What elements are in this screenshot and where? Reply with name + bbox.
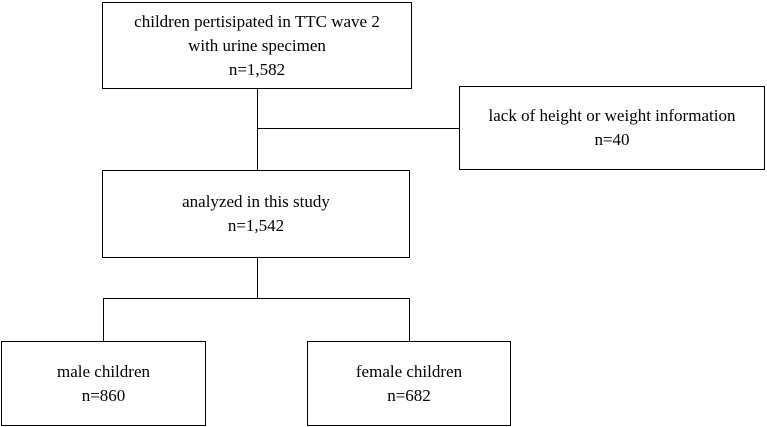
- participants-title-line1: children pertisipated in TTC wave 2: [134, 11, 380, 31]
- female-children-title: female children: [355, 361, 463, 381]
- participants-title-line2: with urine specimen: [188, 35, 326, 55]
- analyzed-count: n=1,542: [227, 216, 285, 235]
- male-children-title: male children: [57, 361, 150, 381]
- analyzed-box: analyzed in this study n=1,542: [102, 170, 410, 258]
- excluded-box: lack of height or weight information n=4…: [459, 86, 765, 170]
- participants-count: n=1,582: [228, 59, 286, 79]
- female-children-box: female children n=682: [307, 341, 511, 426]
- participants-box: children pertisipated in TTC wave 2 with…: [102, 2, 412, 89]
- female-children-count: n=682: [387, 385, 431, 405]
- excluded-reason: lack of height or weight information: [488, 106, 736, 125]
- excluded-count: n=40: [594, 130, 630, 149]
- male-children-box: male children n=860: [1, 341, 206, 426]
- male-children-count: n=860: [81, 385, 126, 405]
- analyzed-title: analyzed in this study: [182, 192, 330, 211]
